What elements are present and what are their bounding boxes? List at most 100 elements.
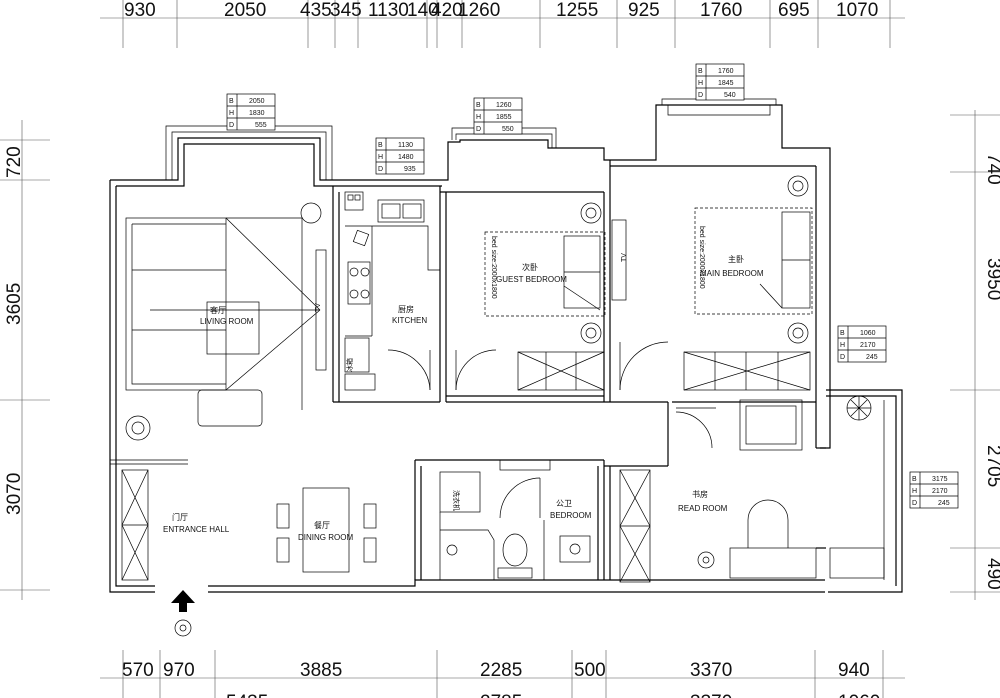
dim-bottom-5: 500 [574, 660, 606, 681]
dim-top-13: 1070 [836, 0, 878, 21]
coffee-table [206, 301, 260, 355]
tag1-d: 555 [255, 122, 267, 129]
left-dimension-labels: 720 3605 3070 [4, 146, 25, 515]
sofa [125, 217, 227, 391]
entrance-arrow-icon [171, 590, 195, 637]
window-tag-6: B H D 3175 2170 245 [909, 471, 959, 509]
tag5-b: 1060 [860, 330, 876, 337]
window-tag-5: B H D 1060 2170 245 [837, 325, 887, 363]
dim-bottom-2: 970 [163, 660, 195, 681]
kitchen-door [387, 349, 431, 391]
tag3-key-b: B [476, 102, 481, 109]
main-bedroom-cn: 主卧 [728, 254, 744, 264]
bath-shelf [499, 459, 551, 471]
tag2-key-h: H [378, 154, 383, 161]
washer [439, 471, 481, 513]
window-tag-1: B H D 2050 1830 555 [226, 93, 276, 131]
dim-bottom-6: 3370 [690, 660, 732, 681]
fridge-label: 冰箱 [345, 358, 354, 372]
tag3-h: 1855 [496, 114, 512, 121]
read-room [619, 395, 885, 583]
dim-right-1: 740 [983, 153, 1000, 185]
dim-top-4: 345 [330, 0, 362, 21]
dim-bottom-8: 5435 [226, 692, 268, 698]
dim-bottom-3: 3885 [300, 660, 342, 681]
main-bedroom [619, 175, 813, 391]
dim-bottom-1: 570 [122, 660, 154, 681]
dining-room-en: DINING ROOM [298, 533, 353, 542]
dim-top-7: 420 [431, 0, 463, 21]
bathroom [439, 459, 591, 581]
washer-label: 洗衣机 [452, 490, 461, 511]
read-room-cn: 书房 [692, 489, 708, 499]
tag4-b: 1760 [718, 68, 734, 75]
tag4-h: 1845 [718, 80, 734, 87]
window-tag-4: B H D 1760 1845 540 [695, 63, 745, 101]
dim-bottom-11: 1060 [838, 692, 880, 698]
tag6-h: 2170 [932, 488, 948, 495]
tag1-b: 2050 [249, 98, 265, 105]
tag2-key-d: D [378, 166, 383, 173]
dim-right-3: 2705 [983, 445, 1000, 487]
right-dimension-labels: 740 3950 2705 490 [983, 153, 1000, 590]
tag3-key-d: D [476, 126, 481, 133]
tv-cabinet [197, 389, 263, 427]
dim-top-8: 1260 [458, 0, 500, 21]
bathroom-cn: 公卫 [556, 499, 572, 508]
tag5-h: 2170 [860, 342, 876, 349]
tag1-key-b: B [229, 98, 234, 105]
tag3-d: 550 [502, 126, 514, 133]
dim-top-1: 930 [124, 0, 156, 21]
wash-basin [559, 535, 591, 563]
entrance-dining [121, 415, 377, 581]
bottom-dimension-labels: 570 970 3885 2285 500 3370 940 5435 2785… [122, 660, 880, 698]
tag2-b: 1130 [398, 142, 413, 149]
dim-bottom-4: 2285 [480, 660, 522, 681]
dining-table [302, 487, 350, 573]
tag4-d: 540 [724, 92, 736, 99]
tag6-key-d: D [912, 500, 917, 507]
tag6-b: 3175 [932, 476, 948, 483]
tag3-key-h: H [476, 114, 481, 121]
guest-bedroom-cn: 次卧 [522, 262, 538, 272]
dim-top-3: 435 [300, 0, 332, 21]
window-tag-3: B H D 1260 1855 550 [473, 97, 523, 135]
main-wardrobe [683, 351, 811, 391]
kitchen-cn: 厨房 [398, 304, 414, 314]
walls [109, 104, 903, 593]
dim-left-1: 720 [4, 146, 25, 178]
dim-right-4: 490 [983, 558, 1000, 590]
dim-top-5: 1130 [368, 0, 409, 21]
tag4-key-d: D [698, 92, 703, 99]
guest-bedroom [455, 202, 627, 391]
tag6-d: 245 [938, 500, 950, 507]
plant [300, 202, 322, 224]
dim-bottom-7: 940 [838, 660, 870, 681]
tag1-key-d: D [229, 122, 234, 129]
fridge [344, 337, 370, 373]
kitchen-en: KITCHEN [392, 316, 427, 325]
dim-top-10: 925 [628, 0, 660, 21]
tv-unit-main [611, 219, 627, 301]
living-room-en: LIVING ROOM [200, 317, 254, 326]
tag3-b: 1260 [496, 102, 512, 109]
dim-top-12: 695 [778, 0, 810, 21]
dim-left-2: 3605 [4, 283, 25, 325]
tag6-key-h: H [912, 488, 917, 495]
tag1-h: 1830 [249, 110, 265, 117]
sink [377, 199, 425, 223]
main-bedroom-en: MAIN BEDROOM [700, 269, 764, 278]
tv-label-living: TV [315, 303, 322, 312]
living-room-cn: 客厅 [210, 305, 226, 315]
window-tag-2: B H D 1130 1480 935 [375, 137, 425, 175]
dim-left-3: 3070 [4, 473, 25, 515]
entrance-hall-en: ENTRANCE HALL [163, 525, 230, 534]
tag4-key-h: H [698, 80, 703, 87]
main-bed-size: bed size:2000x1800 [698, 226, 705, 289]
guest-bed-size: bed size:2000x1800 [490, 236, 497, 299]
tag2-d: 935 [404, 166, 416, 173]
entrance-hall-cn: 门厅 [172, 512, 188, 522]
armchair [739, 399, 803, 451]
